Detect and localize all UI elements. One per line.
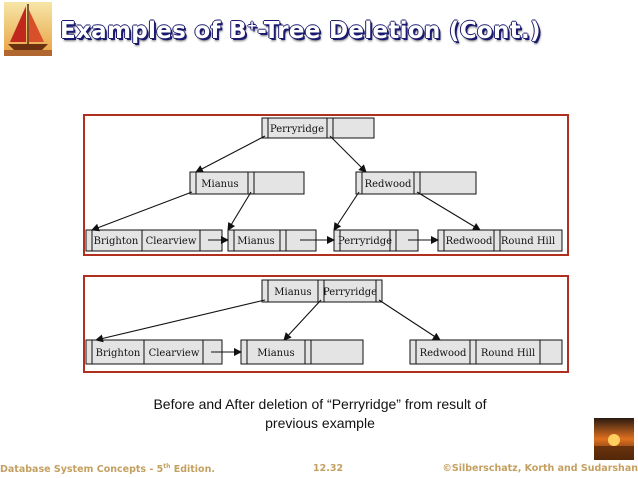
before-leaf-4: Redwood Round Hill (437, 229, 563, 252)
after-leaf-2: Mianus (240, 339, 364, 365)
before-internal-right-node: Redwood (355, 171, 477, 195)
footer-left: Database System Concepts - 5th Edition. (0, 463, 215, 476)
after-leaf-2-key-1: Mianus (257, 348, 294, 359)
before-internal-right-key: Redwood (365, 179, 412, 190)
slide-footer: Database System Concepts - 5th Edition. … (0, 460, 638, 478)
footer-copyright: ©Silberschatz, Korth and Sudarshan (442, 463, 638, 474)
before-leaf-3-key-1: Perryridge (338, 236, 392, 247)
slide-caption: Before and After deletion of “Perryridge… (110, 395, 530, 433)
before-leaf-1-key-2: Clearview (146, 236, 197, 247)
before-leaf-1-key-1: Brighton (94, 236, 139, 247)
after-root-key-1: Mianus (274, 287, 311, 298)
after-leaf-1-key-1: Brighton (96, 348, 141, 359)
before-internal-left-node: Mianus (189, 171, 305, 195)
after-root-node: Mianus Perryridge (261, 279, 383, 303)
after-leaf-3: Redwood Round Hill (409, 339, 563, 365)
after-root-key-2: Perryridge (323, 287, 377, 298)
before-leaf-4-key-2: Round Hill (501, 236, 555, 247)
caption-line-1: Before and After deletion of “Perryridge… (153, 396, 487, 412)
after-leaf-1-key-2: Clearview (149, 348, 200, 359)
sunset-icon (594, 418, 634, 460)
after-leaf-1: Brighton Clearview (85, 339, 223, 365)
before-leaf-4-key-1: Redwood (446, 236, 493, 247)
after-leaf-3-key-2: Round Hill (481, 348, 535, 359)
before-leaf-2-key-1: Mianus (237, 236, 274, 247)
before-leaf-3: Perryridge (333, 229, 419, 252)
before-leaf-1: Brighton Clearview (85, 229, 223, 252)
before-root-node: Perryridge (261, 117, 375, 139)
footer-page-number: 12.32 (313, 463, 344, 474)
slide-title: Examples of B+-Tree Deletion (Cont.) (60, 18, 541, 44)
after-edges (95, 299, 441, 356)
after-leaf-3-key-1: Redwood (420, 348, 467, 359)
before-root-key: Perryridge (270, 124, 324, 135)
before-internal-left-key: Mianus (201, 179, 238, 190)
caption-line-2: previous example (265, 415, 375, 431)
before-edges (91, 135, 481, 244)
sailboat-logo-icon (4, 2, 52, 56)
